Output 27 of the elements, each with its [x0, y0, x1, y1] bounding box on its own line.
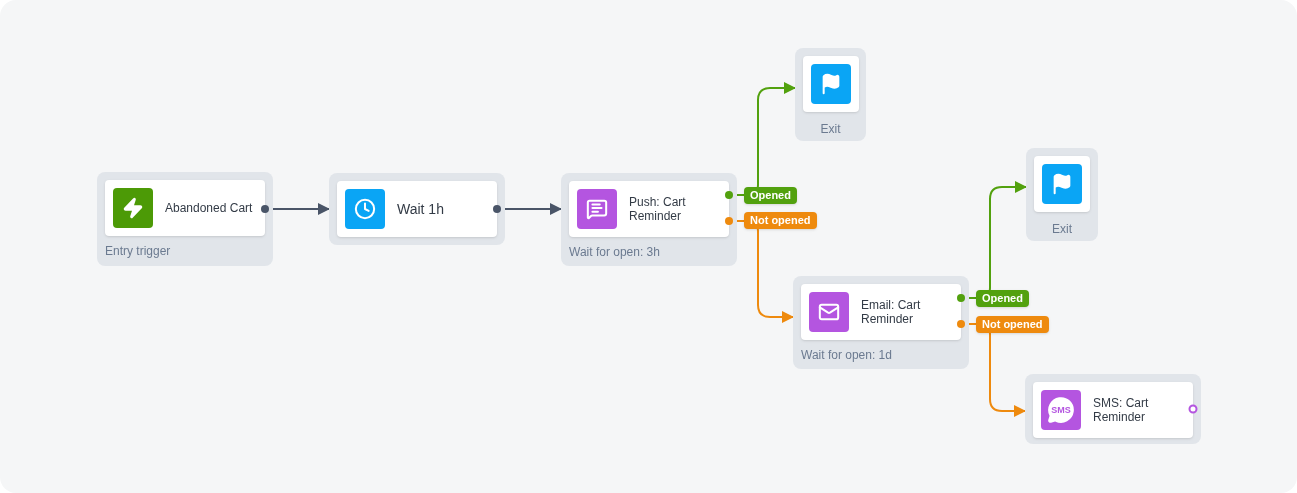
step-card: [1025, 374, 1201, 444]
step-title: Email: Cart Reminder: [861, 298, 922, 326]
exit-card: [1026, 148, 1098, 241]
arrow: [272, 203, 330, 215]
edge-label: Not opened: [744, 212, 817, 229]
edge-label: Not opened: [976, 316, 1049, 333]
step-title: SMS: Cart Reminder: [1093, 396, 1150, 424]
edge-label: Opened: [744, 187, 797, 204]
node-caption: Exit: [820, 121, 841, 138]
step-title: Wait 1h: [397, 202, 444, 216]
step-caption: Wait for open: 1d: [801, 347, 892, 364]
arrow: [736, 82, 796, 196]
step-card: [793, 276, 969, 369]
step-title: Push: Cart Reminder: [629, 195, 687, 223]
step-card: [97, 172, 273, 266]
step-caption: Entry trigger: [105, 243, 171, 260]
arrow: [504, 203, 562, 215]
arrow: [968, 181, 1027, 299]
edge-label: Opened: [976, 290, 1029, 307]
node-caption: Exit: [1052, 221, 1072, 238]
step-caption: Wait for open: 3h: [569, 244, 660, 261]
exit-card: [795, 48, 866, 141]
icon-text: SMS: [1051, 405, 1071, 415]
step-card: [561, 173, 737, 266]
step-title: Abandoned Cart: [165, 201, 253, 215]
arrow: [736, 220, 794, 323]
step-card: [329, 173, 505, 245]
